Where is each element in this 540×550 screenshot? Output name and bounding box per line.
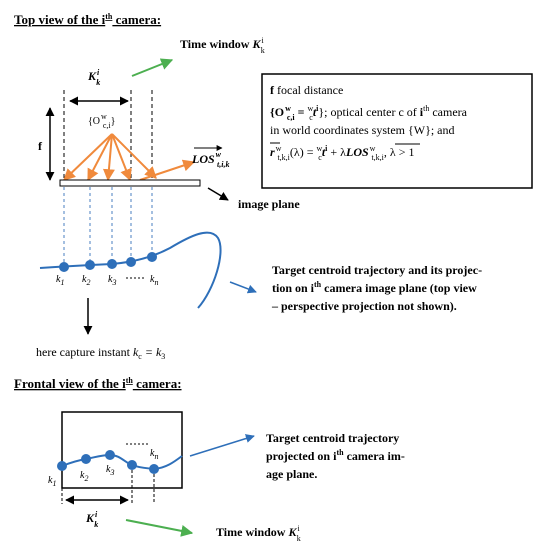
top-note-line2: tion on ith camera image plane (top view	[272, 280, 477, 295]
frontal-point-k1	[57, 461, 67, 471]
frontal-point-kn	[149, 464, 159, 474]
frontal-k1-label: k1	[48, 475, 56, 488]
orange-ray-2	[87, 133, 113, 182]
frontal-k2-label: k2	[80, 470, 88, 483]
top-note-arrow	[229, 281, 257, 294]
orange-ray-5	[111, 133, 157, 179]
info-line-3: in world coordinates system {W}; and	[270, 123, 454, 137]
frontal-image-plane	[61, 411, 183, 489]
frontal-point-k3	[105, 450, 115, 460]
top-k2-label: k2	[82, 274, 90, 287]
frontal-note-arrow	[189, 434, 255, 457]
frontal-note-line2: projected on ith camera im-	[266, 448, 405, 463]
top-view-heading: Top view of the ith camera:	[14, 12, 161, 27]
top-point-k4	[126, 257, 136, 267]
image-plane	[59, 179, 201, 187]
top-k3-label: k3	[108, 274, 116, 287]
info-line-1: f focal distance	[270, 83, 343, 97]
info-box	[261, 73, 533, 189]
image-plane-arrow	[207, 187, 229, 201]
frontal-view-heading: Frontal view of the ith camera:	[14, 376, 182, 391]
top-time-window-arrow	[131, 58, 174, 77]
top-point-k3	[107, 259, 117, 269]
top-point-kn	[147, 252, 157, 262]
orange-ray-los	[139, 159, 196, 181]
top-point-k2	[85, 260, 95, 270]
orange-ray-1	[63, 133, 113, 181]
frontal-point-k4	[127, 460, 137, 470]
top-note-line3: – perspective projection not shown).	[271, 299, 457, 313]
top-kn-label: kn	[150, 274, 158, 287]
orange-ray-4	[111, 133, 132, 182]
frontal-note-line3: age plane.	[266, 467, 317, 481]
orange-ray-3	[102, 133, 115, 182]
capture-instant-label: here capture instant kc = k3	[36, 345, 165, 361]
top-point-k1	[59, 262, 69, 272]
frontal-time-window-arrow	[125, 519, 194, 537]
top-note-line1: Target centroid trajectory and its proje…	[272, 263, 482, 277]
focal-label: f	[38, 139, 43, 153]
top-k1-label: k1	[56, 274, 64, 287]
frontal-note-line1: Target centroid trajectory	[266, 431, 399, 445]
frontal-k3-label: k3	[106, 464, 114, 477]
frontal-point-k2	[81, 454, 91, 464]
frontal-kn-label: kn	[150, 448, 158, 461]
image-plane-label: image plane	[238, 197, 300, 211]
